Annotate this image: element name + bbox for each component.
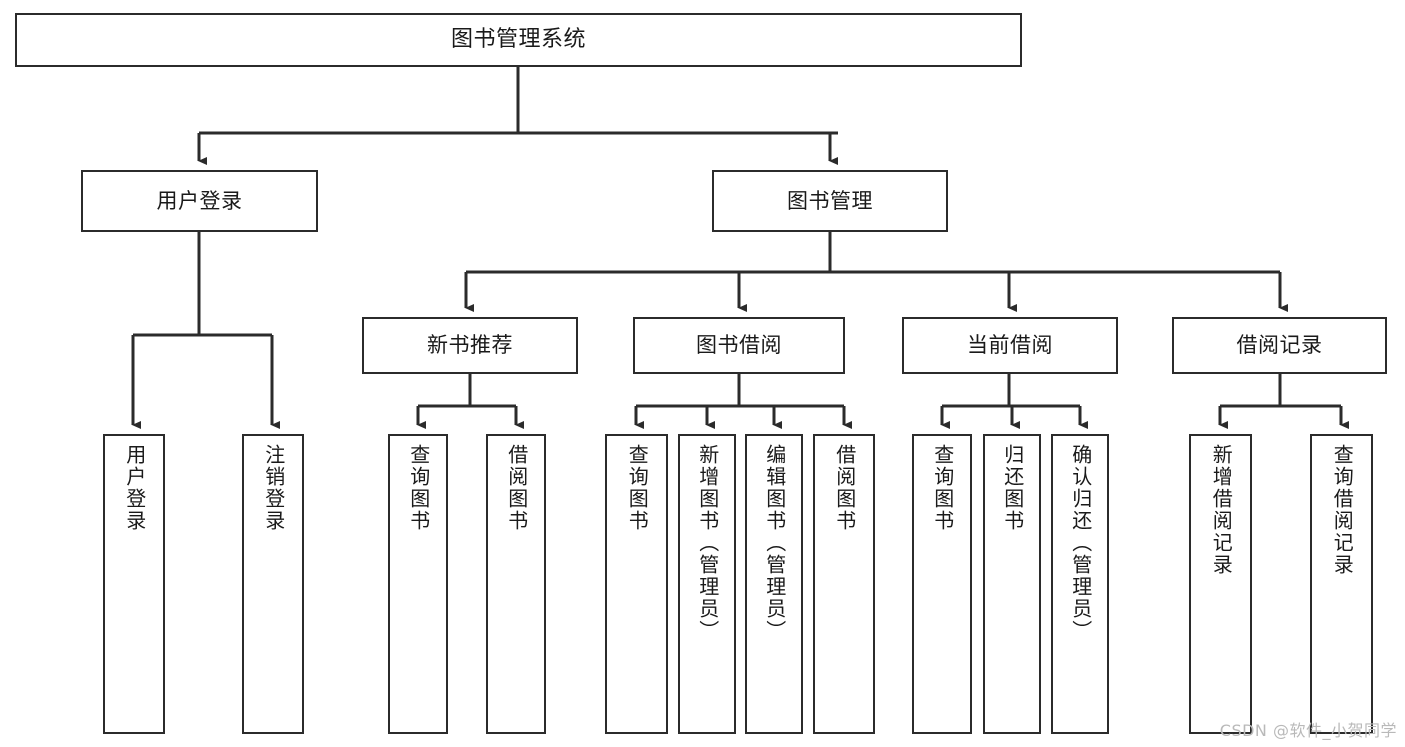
leaf-node-user-login[interactable]: 用户登录 [103, 434, 165, 734]
leaf-node-user-logout[interactable]: 注销登录 [242, 434, 304, 734]
leaf-node-borrow-edit-book-admin[interactable]: 编辑图书（管理员） [745, 434, 803, 734]
node-book-manage-label: 图书管理 [787, 188, 873, 213]
node-current-borrow-label: 当前借阅 [967, 333, 1053, 358]
leaf-label: 编辑图书（管理员） [762, 444, 787, 642]
leaf-node-record-add-borrow-record[interactable]: 新增借阅记录 [1189, 434, 1252, 734]
leaf-node-current-query-book[interactable]: 查询图书 [912, 434, 972, 734]
node-root-label: 图书管理系统 [450, 27, 586, 53]
leaf-label: 归还图书 [1000, 444, 1025, 532]
node-borrow-record[interactable]: 借阅记录 [1172, 317, 1387, 374]
leaf-label: 借阅图书 [832, 444, 857, 532]
node-user-login[interactable]: 用户登录 [81, 170, 318, 232]
node-book-borrow-label: 图书借阅 [696, 333, 782, 358]
leaf-label: 查询图书 [930, 444, 955, 532]
node-user-login-label: 用户登录 [156, 188, 243, 213]
leaf-node-borrow-add-book-admin[interactable]: 新增图书（管理员） [678, 434, 736, 734]
leaf-node-borrow-query-book[interactable]: 查询图书 [605, 434, 668, 734]
node-current-borrow[interactable]: 当前借阅 [902, 317, 1118, 374]
node-root-system[interactable]: 图书管理系统 [15, 13, 1022, 67]
leaf-label: 新增借阅记录 [1209, 444, 1234, 576]
leaf-label: 确认归还（管理员） [1068, 444, 1093, 642]
leaf-node-current-confirm-return-admin[interactable]: 确认归还（管理员） [1051, 434, 1109, 734]
leaf-label: 新增图书（管理员） [695, 444, 720, 642]
leaf-label: 注销登录 [261, 444, 286, 532]
leaf-label: 用户登录 [122, 444, 147, 532]
leaf-node-record-query-borrow-record[interactable]: 查询借阅记录 [1310, 434, 1373, 734]
node-new-book-recommendation[interactable]: 新书推荐 [362, 317, 578, 374]
node-book-borrow[interactable]: 图书借阅 [633, 317, 845, 374]
leaf-label: 借阅图书 [504, 444, 529, 532]
node-new-book-rec-label: 新书推荐 [427, 333, 513, 358]
node-book-manage[interactable]: 图书管理 [712, 170, 948, 232]
leaf-node-rec-query-book[interactable]: 查询图书 [388, 434, 448, 734]
leaf-node-borrow-lend-book[interactable]: 借阅图书 [813, 434, 875, 734]
leaf-label: 查询图书 [406, 444, 431, 532]
node-borrow-record-label: 借阅记录 [1236, 333, 1323, 358]
leaf-label: 查询借阅记录 [1330, 444, 1355, 576]
leaf-node-current-return-book[interactable]: 归还图书 [983, 434, 1041, 734]
leaf-node-rec-borrow-book[interactable]: 借阅图书 [486, 434, 546, 734]
leaf-label: 查询图书 [625, 444, 650, 532]
